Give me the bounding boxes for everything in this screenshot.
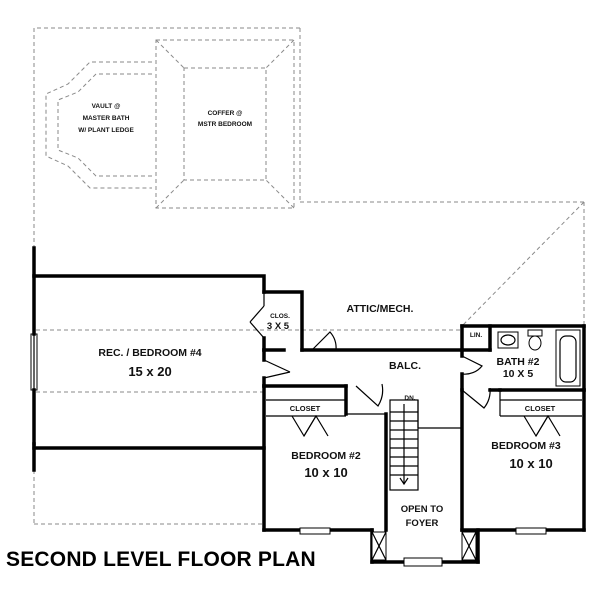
- coffer-label: COFFER @ MSTR BEDROOM: [198, 110, 252, 128]
- bedroom-2-size: 10 x 10: [304, 465, 347, 480]
- bedroom-2-walls: [262, 383, 388, 535]
- svg-text:VAULT @: VAULT @: [92, 103, 121, 110]
- open-to-foyer-line1: OPEN TO: [401, 504, 444, 515]
- vault-ceiling-outline: [45, 61, 152, 189]
- bedroom-3-name: BEDROOM #3: [491, 440, 561, 452]
- hall-walls: [262, 331, 464, 388]
- bath-2-size: 10 X 5: [503, 368, 534, 380]
- rec-bedroom-4-name: REC. / BEDROOM #4: [98, 347, 201, 359]
- bath-fixtures: [497, 329, 581, 387]
- closet-small-size: 3 X 5: [267, 321, 290, 332]
- rec-bedroom-4-walls: [30, 246, 266, 472]
- vault-label: VAULT @ MASTER BATH W/ PLANT LEDGE: [78, 103, 134, 134]
- bedroom-2-window: [299, 527, 331, 535]
- rec-bedroom-4-size: 15 x 20: [128, 364, 171, 379]
- stair: [389, 399, 462, 491]
- foyer-opening: [370, 528, 480, 567]
- closet-small-name: CLOS.: [270, 313, 290, 320]
- closet-3-walls: [499, 390, 582, 438]
- bedroom-3-window: [515, 527, 547, 535]
- bedroom-3-walls: [460, 387, 586, 535]
- bath-2-walls: [460, 324, 586, 392]
- stair-down-label: DN.: [404, 395, 415, 402]
- foyer-window: [403, 557, 443, 567]
- toilet-tank: [527, 329, 543, 337]
- bath-2-name: BATH #2: [497, 356, 540, 368]
- open-to-foyer-line2: FOYER: [406, 518, 439, 529]
- plan-title: SECOND LEVEL FLOOR PLAN: [6, 548, 316, 571]
- svg-text:MASTER BATH: MASTER BATH: [83, 115, 130, 122]
- attic-mech-label: ATTIC/MECH.: [347, 303, 414, 315]
- closet-2-walls: [266, 399, 346, 438]
- roof-outline-dashed: [33, 27, 585, 525]
- coffer-ceiling-outline: [155, 39, 295, 209]
- bedroom-2-name: BEDROOM #2: [291, 450, 361, 462]
- toilet-bowl: [528, 335, 542, 351]
- closet-2-label: CLOSET: [290, 404, 321, 413]
- svg-text:MSTR BEDROOM: MSTR BEDROOM: [198, 121, 252, 128]
- small-closet-walls: [249, 290, 304, 352]
- bedroom-3-size: 10 x 10: [509, 456, 552, 471]
- linen-label: LIN.: [470, 332, 482, 339]
- svg-text:COFFER @: COFFER @: [208, 110, 243, 117]
- balcony-label: BALC.: [389, 360, 421, 372]
- svg-text:W/ PLANT LEDGE: W/ PLANT LEDGE: [78, 127, 134, 134]
- closet-3-label: CLOSET: [525, 404, 556, 413]
